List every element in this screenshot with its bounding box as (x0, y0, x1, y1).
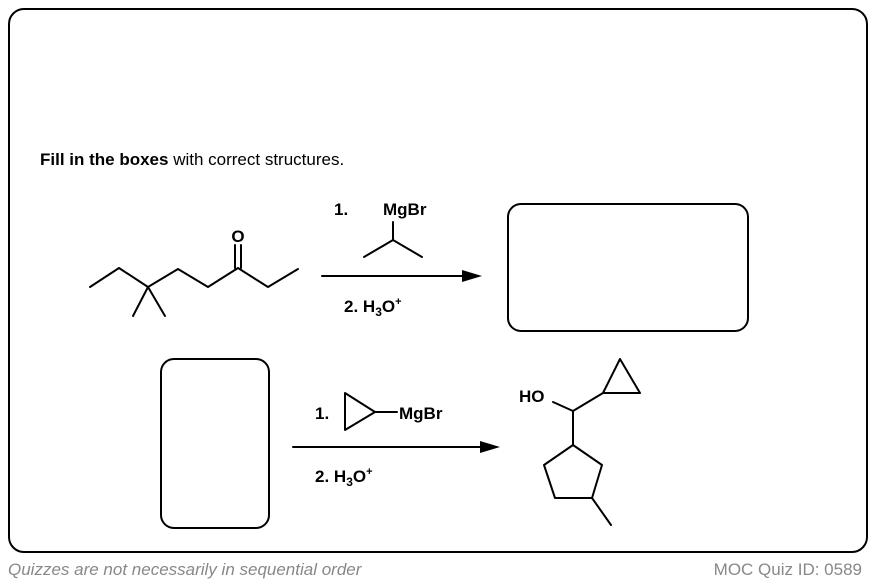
step2-label-2: 2. H3O+ (315, 466, 373, 489)
instruction: Fill in the boxes with correct structure… (40, 150, 344, 170)
hydroxyl-label: HO (519, 387, 545, 406)
product-cyclopentane (543, 444, 603, 499)
cyclopropyl-reagent (344, 392, 376, 431)
quiz-frame (8, 8, 868, 553)
step2-label-1: 2. H3O+ (344, 296, 402, 319)
answer-box-product-1[interactable] (507, 203, 749, 332)
isopropyl-group (363, 239, 423, 258)
ketone-skeleton (89, 267, 299, 288)
step1-number: 1. (334, 200, 348, 219)
oxygen-label: O (231, 227, 244, 246)
isopropyl-reagent-label: MgBr (383, 200, 427, 219)
instruction-rest: with correct structures. (168, 150, 345, 169)
answer-box-starting-material-2[interactable] (160, 358, 270, 529)
step1-number-2: 1. (315, 404, 329, 423)
product-cyclopropyl (602, 358, 641, 394)
footer-note: Quizzes are not necessarily in sequentia… (8, 560, 362, 579)
instruction-bold: Fill in the boxes (40, 150, 169, 169)
quiz-id: MOC Quiz ID: 0589 (713, 560, 862, 579)
cyclopropyl-reagent-label: MgBr (399, 404, 443, 423)
